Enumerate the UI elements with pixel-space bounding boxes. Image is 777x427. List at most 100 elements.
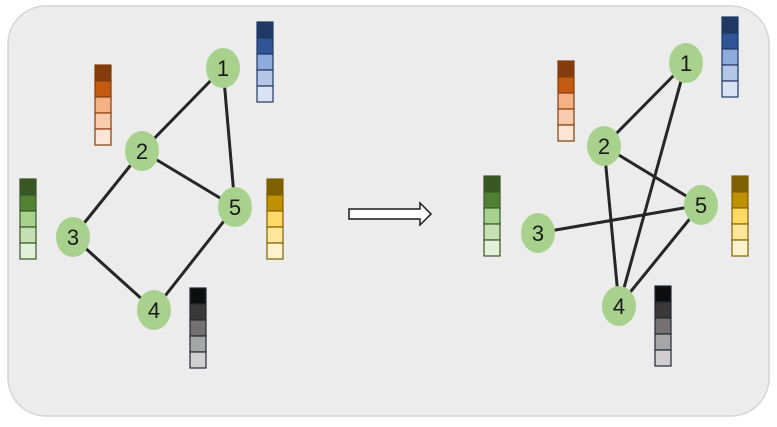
feature-cell <box>266 178 284 196</box>
feature-vector-before-node-2 <box>94 64 112 146</box>
node-after-2: 2 <box>587 126 621 166</box>
node-before-3: 3 <box>56 217 90 257</box>
edge-after-2-4 <box>602 144 621 308</box>
feature-cell <box>483 207 501 225</box>
feature-cell <box>19 242 37 260</box>
feature-cell <box>19 226 37 244</box>
feature-cell <box>731 175 749 193</box>
feature-vector-before-node-3 <box>19 178 37 260</box>
transform-arrow-icon <box>348 201 433 227</box>
feature-cell <box>721 64 739 82</box>
feature-vector-after-node-1 <box>721 16 739 98</box>
feature-cell <box>654 333 672 351</box>
feature-cell <box>483 191 501 209</box>
feature-vectors-layer <box>19 16 749 369</box>
feature-cell <box>557 60 575 78</box>
feature-cell <box>266 226 284 244</box>
feature-cell <box>94 64 112 82</box>
feature-cell <box>266 242 284 260</box>
edge-before-2-5 <box>140 149 237 209</box>
node-label: 4 <box>148 298 160 323</box>
edge-after-1-2 <box>602 61 688 148</box>
node-label: 3 <box>532 221 544 246</box>
feature-cell <box>483 175 501 193</box>
node-label: 4 <box>613 294 625 319</box>
node-after-5: 5 <box>684 185 718 225</box>
feature-cell <box>256 69 274 87</box>
feature-cell <box>19 178 37 196</box>
feature-cell <box>731 191 749 209</box>
feature-vector-after-node-4 <box>654 285 672 367</box>
edges-layer <box>71 61 703 312</box>
node-after-3: 3 <box>521 213 555 253</box>
feature-cell <box>721 48 739 66</box>
node-after-1: 1 <box>669 43 703 83</box>
feature-cell <box>256 37 274 55</box>
node-label: 1 <box>680 51 692 76</box>
feature-cell <box>731 239 749 257</box>
edge-after-3-5 <box>536 203 703 235</box>
feature-cell <box>256 53 274 71</box>
edge-before-1-2 <box>140 66 225 153</box>
edge-before-3-4 <box>71 235 156 312</box>
node-label: 5 <box>695 193 707 218</box>
feature-cell <box>483 239 501 257</box>
node-label: 1 <box>217 56 229 81</box>
node-after-4: 4 <box>602 286 636 326</box>
node-label: 2 <box>598 134 610 159</box>
edge-after-2-5 <box>602 144 703 207</box>
feature-cell <box>256 85 274 103</box>
feature-vector-after-node-5 <box>731 175 749 257</box>
feature-cell <box>94 112 112 130</box>
node-before-4: 4 <box>137 290 171 330</box>
feature-cell <box>189 335 207 353</box>
edge-after-1-4 <box>617 61 688 308</box>
node-circle <box>218 187 252 227</box>
edge-before-4-5 <box>152 205 237 312</box>
feature-cell <box>189 351 207 369</box>
feature-cell <box>256 21 274 39</box>
node-circle <box>669 43 703 83</box>
node-before-2: 2 <box>125 131 159 171</box>
node-circle <box>137 290 171 330</box>
node-circle <box>521 213 555 253</box>
feature-cell <box>557 92 575 110</box>
feature-vector-before-node-4 <box>189 287 207 369</box>
feature-cell <box>483 223 501 241</box>
feature-cell <box>94 128 112 146</box>
node-circle <box>125 131 159 171</box>
feature-cell <box>557 76 575 94</box>
transform-arrow-shape <box>348 201 433 227</box>
feature-cell <box>189 303 207 321</box>
edge-after-4-5 <box>617 203 703 308</box>
feature-cell <box>721 80 739 98</box>
feature-cell <box>654 285 672 303</box>
feature-cell <box>94 80 112 98</box>
feature-cell <box>266 194 284 212</box>
node-before-1: 1 <box>206 48 240 88</box>
node-label: 5 <box>229 195 241 220</box>
feature-cell <box>721 16 739 34</box>
feature-cell <box>189 319 207 337</box>
node-circle <box>684 185 718 225</box>
node-circle <box>602 286 636 326</box>
feature-vector-before-node-5 <box>266 178 284 260</box>
feature-cell <box>189 287 207 305</box>
node-label: 2 <box>136 139 148 164</box>
feature-cell <box>266 210 284 228</box>
node-circle <box>56 217 90 257</box>
feature-cell <box>94 96 112 114</box>
node-label: 3 <box>67 225 79 250</box>
feature-cell <box>731 207 749 225</box>
feature-cell <box>557 124 575 142</box>
feature-cell <box>19 194 37 212</box>
feature-cell <box>654 317 672 335</box>
nodes-layer: 1 2 3 4 5 1 2 3 4 5 <box>56 43 718 330</box>
feature-cell <box>557 108 575 126</box>
feature-cell <box>721 32 739 50</box>
node-circle <box>587 126 621 166</box>
edge-before-1-5 <box>221 66 237 209</box>
feature-cell <box>19 210 37 228</box>
